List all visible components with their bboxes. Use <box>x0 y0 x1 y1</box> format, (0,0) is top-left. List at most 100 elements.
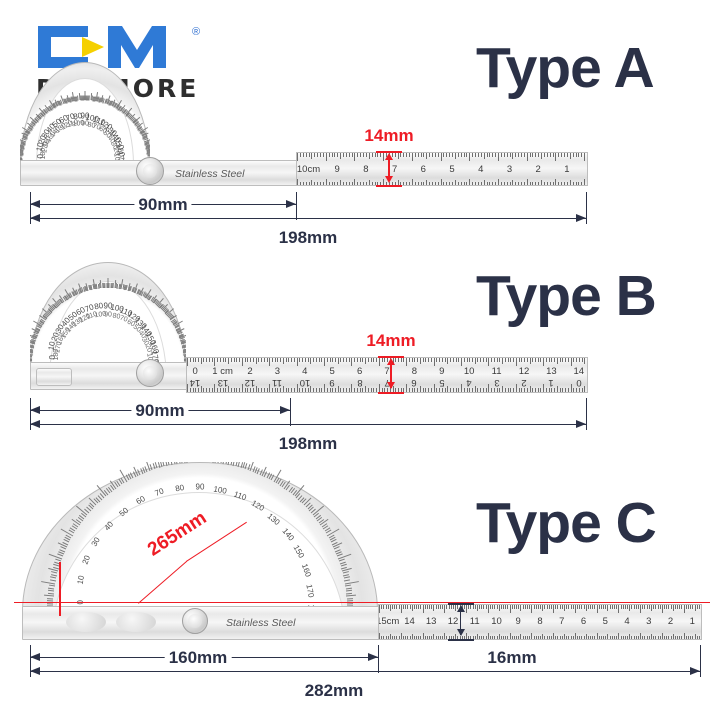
product-label-type-c: Type C <box>476 491 657 555</box>
protractor-degree-label: 40 <box>102 519 115 532</box>
protractor-degree-label: 110 <box>232 489 248 503</box>
protractor-degree-label: 30 <box>89 535 103 548</box>
protractor-tick <box>180 462 183 464</box>
protractor-tick <box>48 587 55 589</box>
ruler-tick-label: 10cm <box>296 164 321 175</box>
ruler-tick-label: 6 <box>420 164 426 175</box>
protractor-tick <box>214 462 217 463</box>
ruler-tick-label: 8 <box>363 164 369 175</box>
baseline-red-c <box>14 602 710 603</box>
ruler-tick-label-secondary: 9 <box>329 377 335 388</box>
ruler-tick-label-secondary: 13 <box>217 377 228 388</box>
protractor-degree-label: 140 <box>279 526 296 543</box>
ruler-tick-label: 13 <box>425 616 437 627</box>
ruler-tick-label: 7 <box>559 616 565 627</box>
ruler-tick-label: 8 <box>537 616 543 627</box>
protractor-tick <box>217 462 220 464</box>
ruler-tick-label-secondary: 0 <box>576 377 582 388</box>
ruler-tick-label: 4 <box>478 164 484 175</box>
protractor-degree-label: 90 <box>80 111 90 121</box>
pivot-screw-c <box>182 608 208 634</box>
ruler-tick-label: 1 <box>689 616 695 627</box>
ruler-tick-label: 10 <box>463 366 475 377</box>
protractor-tick <box>20 156 23 158</box>
protractor-tick <box>167 462 170 466</box>
protractor-tick <box>185 462 188 463</box>
protractor-tick <box>49 579 56 582</box>
dimension-label-282mm-c: 282mm <box>300 681 368 701</box>
protractor-tick <box>48 584 55 587</box>
protractor-tick <box>107 278 109 288</box>
protractor-tick <box>183 462 186 463</box>
protractor-tick <box>30 357 33 360</box>
protractor-tick <box>346 594 357 597</box>
protractor-degree-label: 20 <box>80 554 93 566</box>
ruler-tick-label: 5 <box>329 366 335 377</box>
ruler-tick-label: 9 <box>334 164 340 175</box>
ruler-tick-label: 9 <box>515 616 521 627</box>
protractor-degree-label: 130 <box>265 511 282 527</box>
ruler-tick-label-secondary: 11 <box>272 377 283 388</box>
ruler-tick-label: 12 <box>518 366 530 377</box>
ruler-tick-label: 14 <box>404 616 415 627</box>
product-label-type-a: Type A <box>476 36 655 100</box>
ruler-tick-label-secondary: 3 <box>493 377 500 388</box>
protractor-degree-label: 70 <box>153 486 166 499</box>
ruler-tick-label: 1 <box>564 164 570 175</box>
ruler-tick-label: 14 <box>573 366 585 377</box>
protractor-degree-label-inner: 90 <box>104 311 112 319</box>
ruler-tick-label: 6 <box>580 616 587 627</box>
protractor-degree-label: 90 <box>195 482 205 492</box>
arm-cutout-c-1 <box>66 612 106 632</box>
ruler-tick-label: 0 <box>192 366 198 377</box>
protractor-degree-label: 100 <box>212 484 228 496</box>
pivot-screw-a <box>136 157 164 185</box>
protractor-tick <box>227 462 230 465</box>
protractor-degree-label: 90 <box>103 301 113 311</box>
dimension-label-198mm-b: 198mm <box>274 434 342 454</box>
ruler-tick-label: 9 <box>439 366 445 377</box>
ruler-tick-label: 1 cm <box>212 366 233 377</box>
protractor-tick <box>84 91 86 100</box>
product-label-type-b: Type B <box>476 264 657 328</box>
ruler-tick-label-secondary: 10 <box>299 377 311 388</box>
ruler-tick-label-secondary: 6 <box>411 377 418 388</box>
protractor-tick <box>346 597 353 600</box>
protractor-tick <box>346 592 353 595</box>
ruler-tick-label: 15cm <box>378 616 400 627</box>
protractor-tick <box>47 597 54 600</box>
protractor-tick <box>43 594 54 597</box>
ruler-tick-label-secondary: 8 <box>356 377 363 388</box>
ruler-tick-label-secondary: 2 <box>521 377 527 388</box>
dimension-label-16mm-c: 16mm <box>485 648 539 668</box>
ruler-tick-label: 7 <box>384 366 390 377</box>
ruler-tick-label: 3 <box>646 616 652 627</box>
protractor-tick <box>346 603 353 605</box>
protractor-tick <box>162 462 165 467</box>
ruler-tick-label: 5 <box>602 616 608 627</box>
ruler-tick-label: 5 <box>449 164 455 175</box>
ruler-tick-label: 8 <box>411 366 418 377</box>
ruler-tick-label: 2 <box>247 366 253 377</box>
ruler-tick-label: 4 <box>624 616 630 627</box>
ruler-tick-label-secondary: 14 <box>189 377 201 388</box>
ruler-tick-label: 4 <box>302 366 308 377</box>
slider-block-b <box>36 368 72 386</box>
protractor-tick <box>222 462 225 464</box>
ruler-tick-label: 2 <box>667 616 674 627</box>
arm-cutout-c-2 <box>116 612 156 632</box>
protractor-tick <box>50 576 57 579</box>
dimension-label-160mm-c: 160mm <box>164 648 232 668</box>
dimension-label-198mm-a: 198mm <box>274 228 342 248</box>
ruler-tick-label: 10 <box>491 616 502 627</box>
engraving-c: Stainless Steel <box>226 617 296 629</box>
dimension-label-90mm-a: 90mm <box>134 195 192 215</box>
ruler-tick-label: 7 <box>391 164 398 175</box>
protractor-tick <box>344 580 359 584</box>
